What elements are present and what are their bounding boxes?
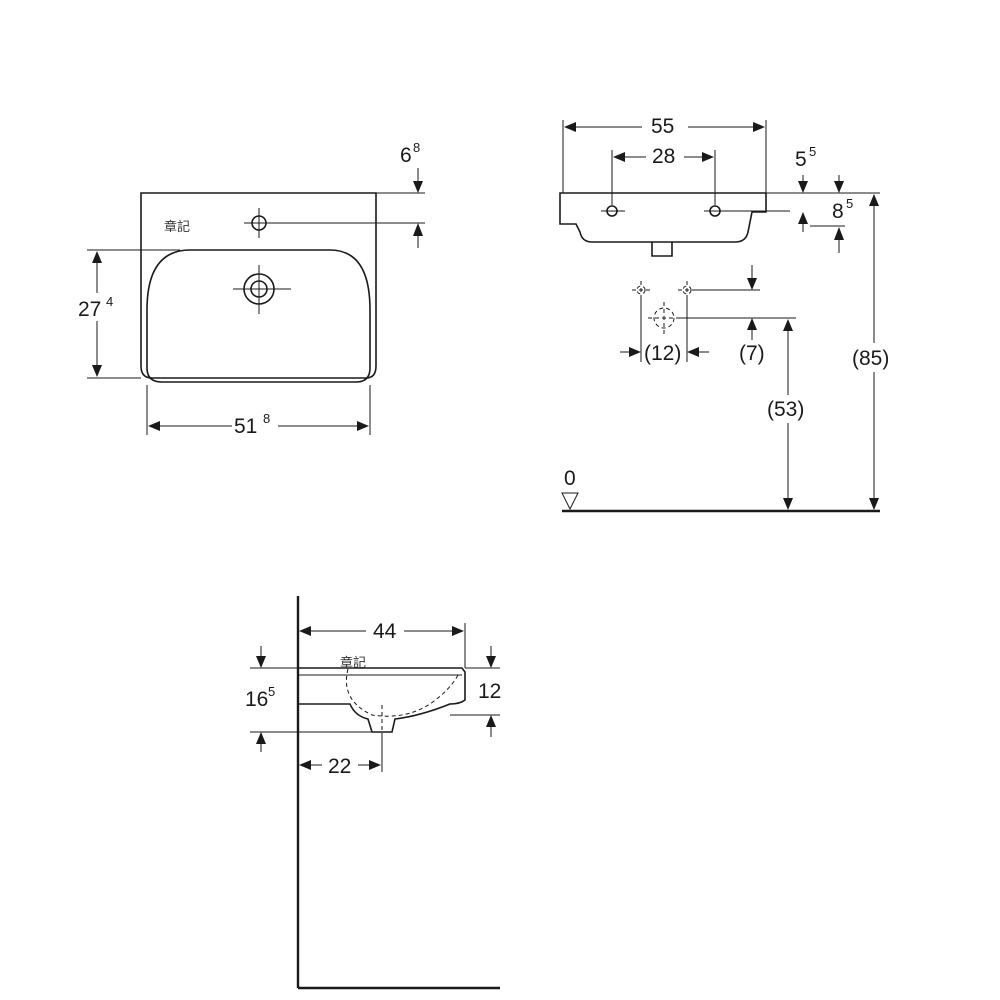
waste-spacing-label: (12) (644, 342, 681, 365)
floor-level-icon (561, 492, 579, 511)
rim-sup: 5 (809, 144, 816, 159)
side-bowl-hidden (346, 668, 459, 717)
width-label: 51 (234, 415, 257, 438)
total-height-sup: 5 (268, 684, 275, 699)
thickness-label: 8 (832, 200, 844, 223)
rim-label: 5 (795, 148, 807, 171)
projection-label: 44 (373, 620, 397, 643)
side-view-outline (297, 667, 466, 733)
side-brand-mark: 章記 (340, 655, 366, 671)
rim-height-label: (85) (852, 347, 889, 370)
depth-sup: 4 (106, 294, 113, 309)
top-view: 章記 6 8 27 4 51 8 (76, 140, 425, 438)
waste-height-label: (53) (767, 398, 804, 421)
side-view: 章記 44 16 5 12 22 (245, 596, 501, 990)
hole-offset-label: 6 (400, 144, 412, 167)
floor-label: 0 (564, 467, 576, 490)
front-view-outline (559, 192, 767, 243)
total-width-label: 55 (651, 115, 674, 138)
depth-label: 27 (78, 298, 101, 321)
drain-offset-label: 22 (328, 755, 351, 778)
front-view: 55 28 5 5 8 5 (559, 115, 889, 513)
top-view-bowl (146, 249, 371, 383)
width-sup: 8 (263, 411, 270, 426)
depth-side-label: 12 (478, 680, 501, 703)
hole-spacing-label: 28 (652, 145, 675, 168)
waste-spigot (651, 242, 673, 257)
waste-drop-label: (7) (739, 342, 765, 365)
waste-connection (632, 281, 696, 334)
brand-mark: 章記 (164, 219, 190, 235)
hole-offset-sup: 8 (413, 140, 420, 155)
thickness-sup: 5 (846, 196, 853, 211)
total-height-label: 16 (245, 688, 268, 711)
